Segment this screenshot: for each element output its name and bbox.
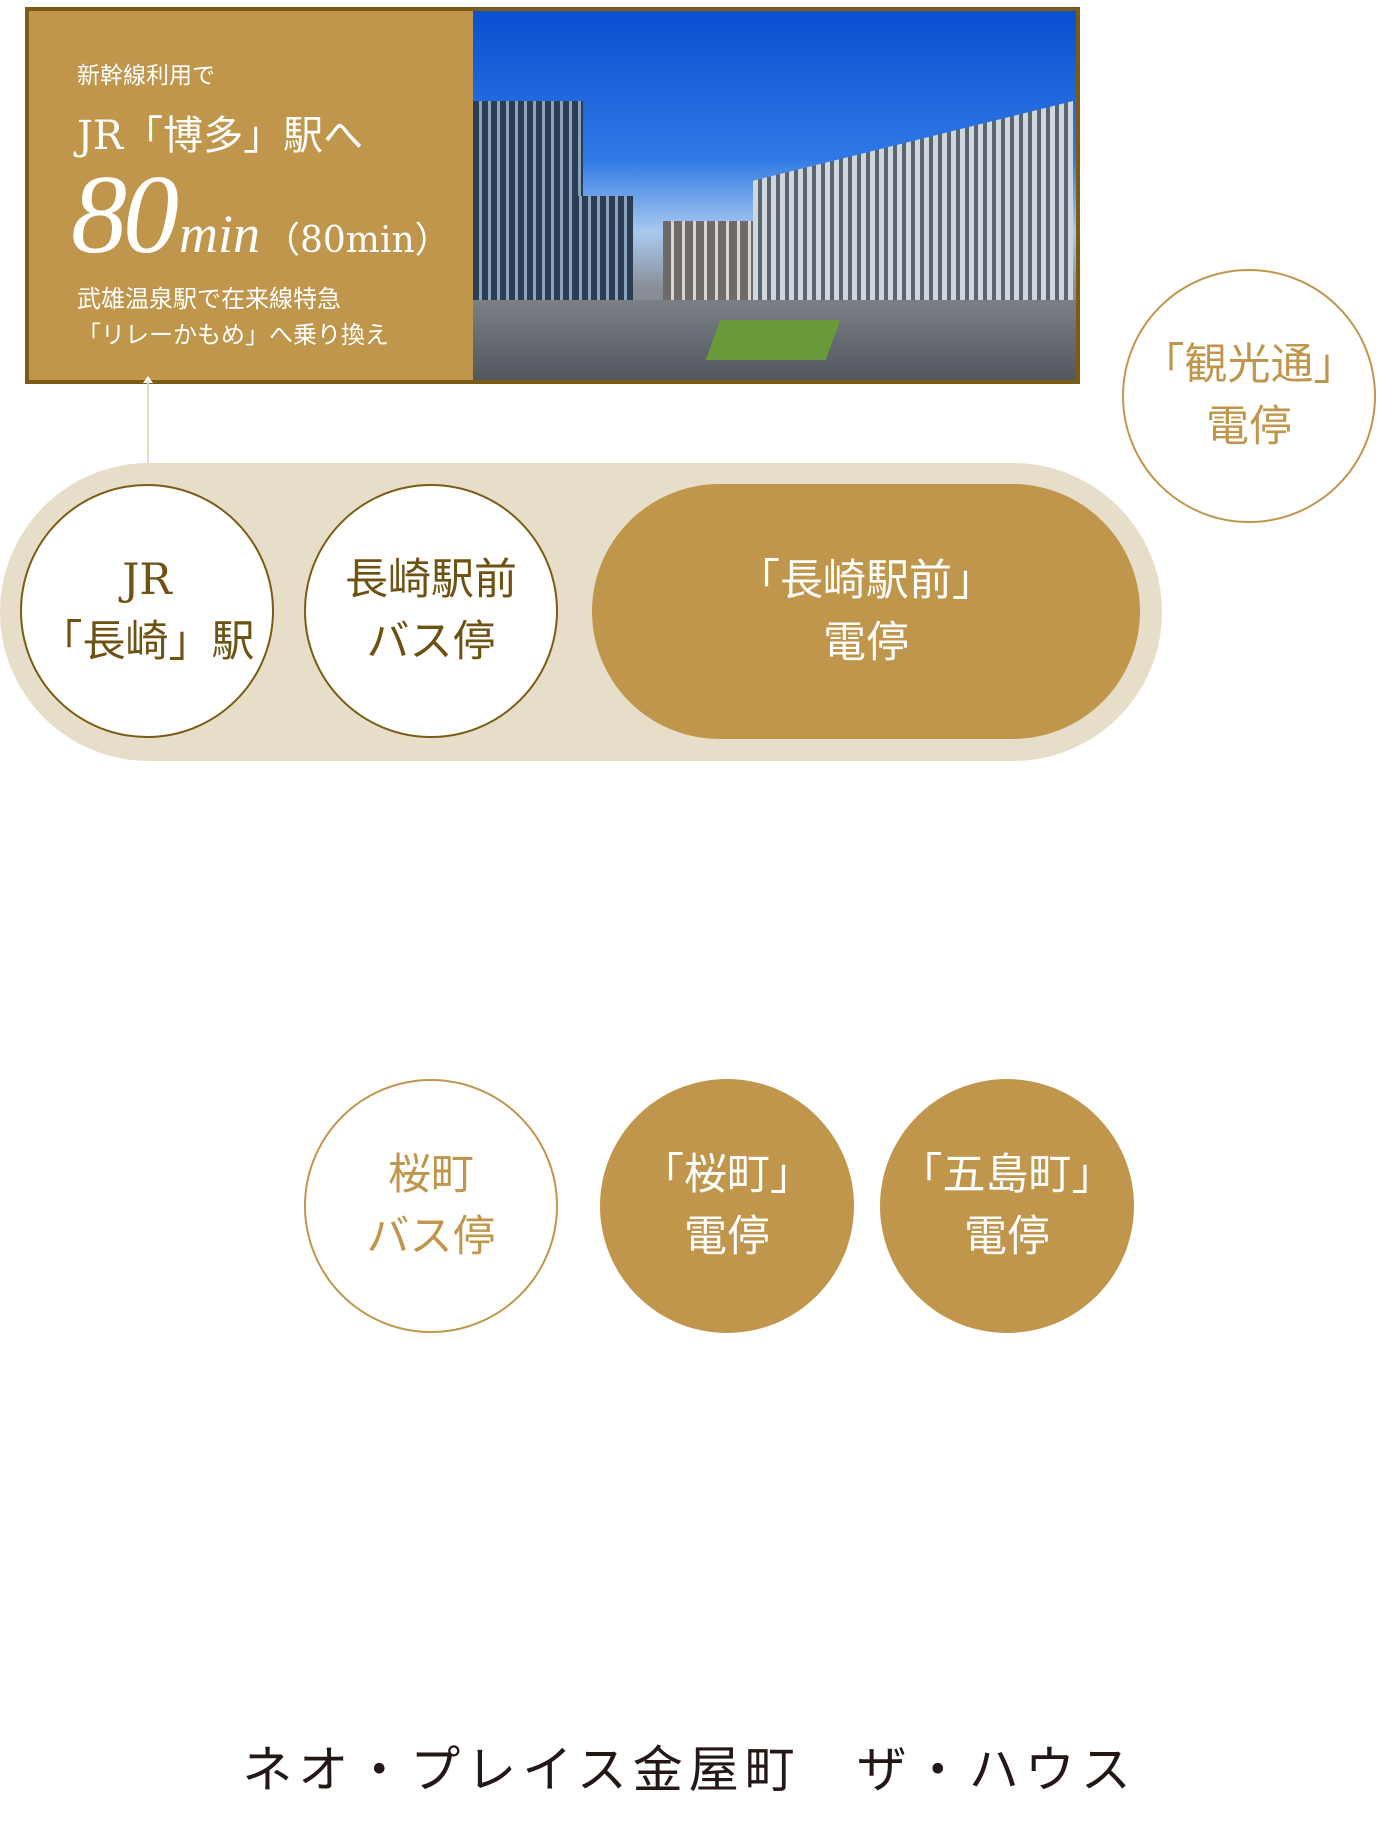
- connector-line: [147, 380, 149, 484]
- stop-name: 長崎駅前: [345, 555, 517, 605]
- stop-nagasaki-ekimae-bus[interactable]: 長崎駅前 バス停: [304, 484, 558, 738]
- time-value: 80: [71, 153, 179, 277]
- time-paren: （80min）: [264, 220, 451, 261]
- transfer-note-line2: 「リレーかもめ」へ乗り換え: [77, 321, 389, 349]
- stop-type: 電停: [684, 1212, 770, 1262]
- stop-gotomachi-tram[interactable]: 「五島町」 電停: [880, 1079, 1134, 1333]
- stop-type: 電停: [1206, 402, 1292, 452]
- stop-name: 桜町: [388, 1150, 474, 1200]
- travel-time: 80min（80min）: [71, 151, 451, 280]
- stop-type: 電停: [964, 1212, 1050, 1262]
- stop-name: 「桜町」: [641, 1150, 813, 1200]
- hakata-station-photo: [473, 11, 1076, 380]
- stop-nagasaki-ekimae-tram[interactable]: 「長崎駅前」 電停: [592, 484, 1140, 739]
- stop-sakuramachi-bus[interactable]: 桜町 バス停: [304, 1079, 558, 1333]
- panel-pointer-icon: [143, 376, 153, 383]
- transfer-note-line1: 武雄温泉駅で在来線特急: [77, 285, 341, 313]
- stop-name: 「観光通」: [1141, 340, 1357, 390]
- stop-name: 「五島町」: [899, 1150, 1115, 1200]
- hakata-access-panel: 新幹線利用で JR「博多」駅へ 80min（80min） 武雄温泉駅で在来線特急…: [25, 7, 1080, 384]
- shinkansen-label: 新幹線利用で: [77, 63, 215, 89]
- transfer-note: 武雄温泉駅で在来線特急 「リレーかもめ」へ乗り換え: [77, 281, 389, 353]
- stop-type: 電停: [823, 617, 909, 668]
- property-title: ネオ・プレイス金屋町 ザ・ハウス: [242, 1741, 1137, 1799]
- stop-jr-nagasaki-station[interactable]: JR 「長崎」駅: [20, 484, 274, 738]
- stop-type: バス停: [366, 1212, 496, 1262]
- destination-label: JR「博多」駅へ: [77, 113, 364, 159]
- stop-kankodori-tram[interactable]: 「観光通」 電停: [1122, 269, 1376, 523]
- time-unit: min: [179, 204, 260, 264]
- stop-type: バス停: [366, 617, 496, 667]
- stop-name: 「長崎駅前」: [737, 555, 995, 606]
- stop-type: 「長崎」駅: [39, 617, 255, 667]
- stop-name: JR: [122, 555, 172, 605]
- stop-sakuramachi-tram[interactable]: 「桜町」 電停: [600, 1079, 854, 1333]
